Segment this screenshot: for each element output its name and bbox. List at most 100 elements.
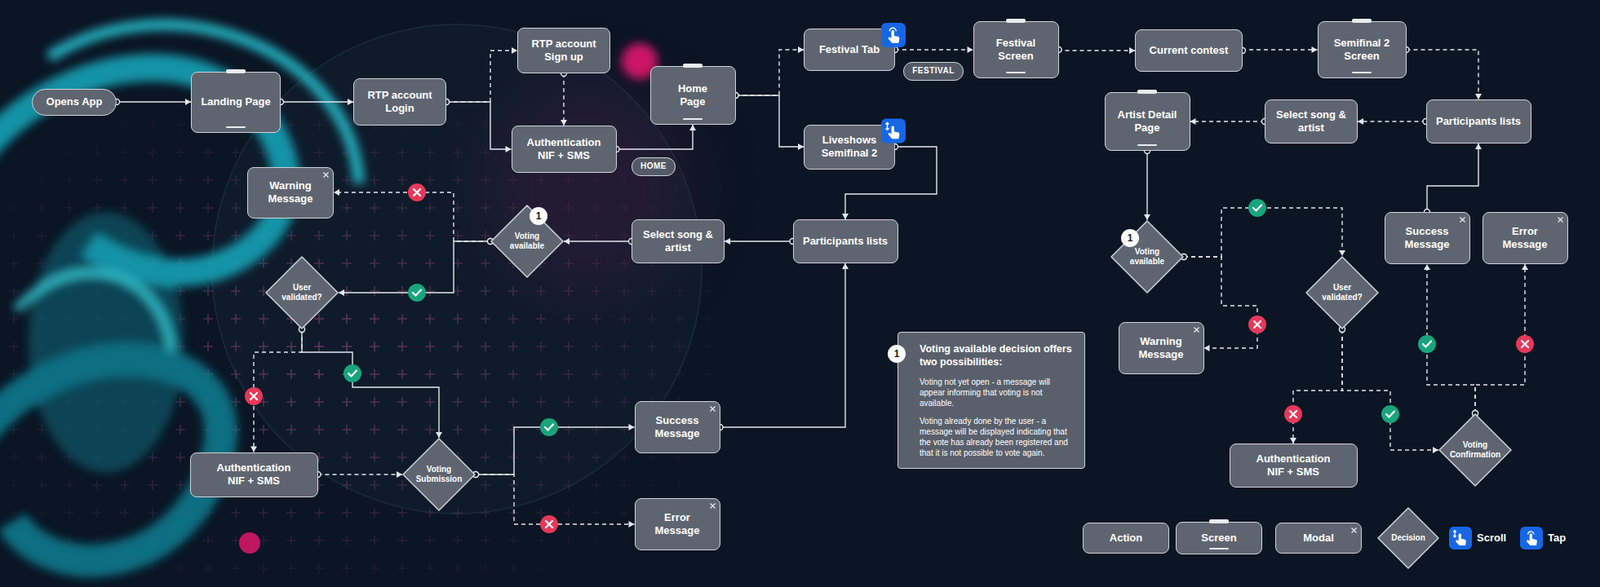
- connector: [1146, 150, 1148, 221]
- arrowhead: [967, 46, 974, 54]
- arrowhead: [396, 471, 403, 479]
- check-marker: [1418, 335, 1437, 354]
- arrowhead: [560, 119, 568, 126]
- node-text: Voting already done by the user - a mess…: [919, 416, 1073, 459]
- screen-box: Artist Detail Page: [1104, 92, 1191, 151]
- legend-decision: Decision: [1377, 507, 1440, 570]
- node-text: Voting available decision offers two pos…: [919, 342, 1073, 370]
- legend-screen: Screen: [1175, 522, 1263, 555]
- node-text: Liveshows Semifinal 2: [816, 133, 882, 161]
- cross-mark: [413, 189, 421, 196]
- diamond-outline: [1306, 257, 1379, 329]
- screen-box: Semifinal 2 Screen: [1317, 21, 1407, 79]
- arrowhead: [1357, 118, 1364, 125]
- arrowhead: [689, 124, 696, 131]
- node-text: Artist Detail Page: [1114, 108, 1180, 136]
- cross-marker: [540, 515, 559, 534]
- node-text: HOME: [640, 161, 667, 173]
- diamond-outline: [1111, 221, 1184, 293]
- hand: [1455, 533, 1467, 546]
- arrowhead: [842, 263, 849, 270]
- scroll-arrows: [1453, 531, 1457, 538]
- screen-notch: [1351, 18, 1372, 23]
- arrowhead: [629, 521, 635, 528]
- legend-action: Action: [1082, 522, 1170, 555]
- decision-diamond: User validated?: [1305, 256, 1379, 330]
- pink-dot: [239, 532, 261, 555]
- callout-number: 1: [529, 207, 548, 226]
- cross-marker: [407, 183, 426, 202]
- connector: [475, 474, 635, 525]
- connector: [1342, 329, 1439, 451]
- legend-text: Screen: [1201, 531, 1237, 546]
- close-icon: [709, 406, 716, 413]
- arrowhead: [250, 447, 258, 453]
- close-icon: [1351, 527, 1357, 534]
- connector: [724, 240, 794, 242]
- node-text: FESTIVAL: [912, 66, 955, 77]
- scroll-icon: [881, 119, 906, 144]
- screen-bar: [1351, 71, 1372, 74]
- arrowhead: [347, 98, 354, 106]
- connector: [895, 48, 974, 50]
- node-text: Success Message: [1398, 225, 1456, 253]
- arrowhead: [435, 432, 443, 439]
- action-box: Festival Tab: [803, 28, 896, 71]
- check-mark: [1386, 412, 1395, 418]
- connector: [301, 329, 439, 439]
- arrowhead: [1129, 47, 1135, 54]
- node-text: Warning Message: [1132, 335, 1190, 363]
- legend-text: Action: [1109, 531, 1143, 546]
- icon-tile: [881, 119, 906, 144]
- screen-notch: [682, 63, 703, 68]
- diamond-outline: [491, 205, 563, 278]
- modal-box: Success Message: [1384, 212, 1471, 265]
- diamond-outline: [1439, 414, 1512, 487]
- scroll-icon: [1449, 527, 1472, 550]
- arrowhead: [505, 146, 512, 153]
- screen-box: Festival Screen: [973, 21, 1060, 79]
- action-box: Select song & artist: [1264, 99, 1358, 144]
- connector: [1242, 49, 1318, 51]
- screen-bar: [226, 126, 246, 129]
- node-text: Voting Confirmation: [1448, 440, 1503, 461]
- screen-box: Landing Page: [190, 71, 281, 133]
- action-box: Select song & artist: [631, 219, 725, 264]
- arrowhead: [1204, 345, 1210, 352]
- connector: [475, 427, 635, 475]
- modal-box: Error Message: [1482, 212, 1569, 265]
- connector: [1357, 120, 1427, 122]
- node-text: Authentication NIF + SMS: [211, 461, 297, 489]
- cross-mark: [1289, 411, 1297, 418]
- diamond-outline: [265, 257, 338, 329]
- node-text: Landing Page: [200, 95, 271, 109]
- connector: [1475, 264, 1525, 414]
- arrowhead: [842, 213, 849, 220]
- screen-bar: [1137, 144, 1157, 147]
- teal-swirl: [0, 24, 360, 561]
- arrowhead: [1521, 264, 1529, 271]
- close-icon: [323, 172, 329, 178]
- modal-box: Warning Message: [247, 167, 334, 219]
- node-text: Select song & artist: [1274, 108, 1348, 136]
- node-text: Voting available: [1121, 247, 1173, 267]
- close-cross: [709, 407, 715, 413]
- cross-marker: [1515, 335, 1534, 354]
- legend-text: Tap: [1547, 531, 1566, 546]
- check-marker: [540, 418, 559, 437]
- action-box: Participants lists: [793, 219, 899, 264]
- arrowhead: [1289, 438, 1297, 444]
- action-box: Participants lists: [1426, 99, 1532, 144]
- connector: [735, 49, 805, 96]
- connector: [616, 124, 694, 150]
- node-text: Home Page: [672, 82, 714, 110]
- close-cross: [1459, 217, 1465, 223]
- close-icon: [1557, 217, 1564, 223]
- node-text: Voting not yet open - a message will app…: [919, 376, 1073, 409]
- action-box: Authentication NIF + SMS: [511, 125, 617, 173]
- cross-marker: [1248, 315, 1267, 334]
- connector: [1406, 49, 1480, 100]
- check-mark: [545, 425, 554, 431]
- check-marker: [343, 364, 362, 383]
